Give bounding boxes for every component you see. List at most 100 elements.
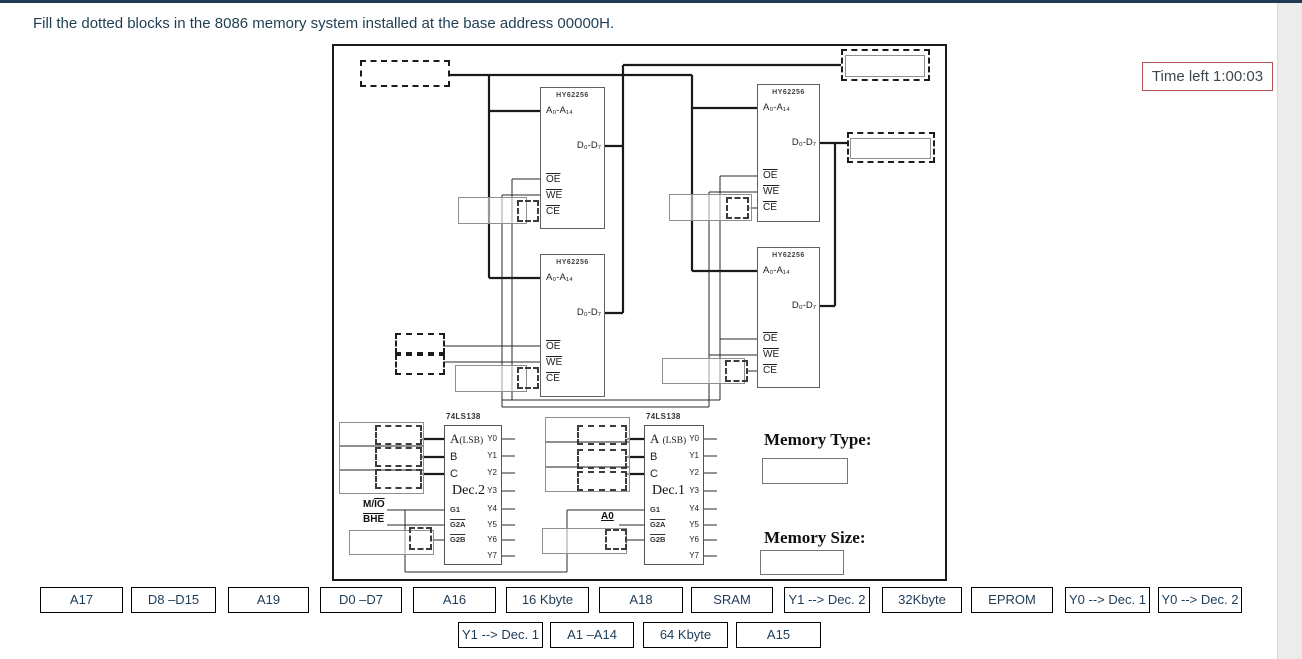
dashed-blank-dec1-input-b (577, 449, 627, 469)
decoder-input-a: A(LSB) (450, 431, 483, 447)
memory-type-label: Memory Type: (764, 430, 872, 449)
answer-option-y0-dec2[interactable]: Y0 --> Dec. 2 (1158, 587, 1242, 613)
mio-overline-part: IO (374, 499, 385, 510)
chip-name-label: HY62256 (772, 252, 805, 259)
output-y4-label: Y4 (487, 504, 497, 513)
pin-a-label: A (450, 431, 460, 446)
output-y5-label: Y5 (689, 520, 699, 529)
decoder-input-a: A (LSB) (650, 431, 686, 447)
memory-size-label: Memory Size: (764, 528, 866, 547)
chip-name-label: HY62256 (556, 259, 589, 266)
drop-zone-memory-size[interactable] (760, 550, 844, 575)
answer-option-y1-dec2[interactable]: Y1 --> Dec. 2 (784, 587, 870, 613)
addr-pin-label: A₀-A₁₄ (546, 105, 573, 116)
we-pin-label: WE (763, 349, 780, 360)
chip-name-label: HY62256 (556, 92, 589, 99)
decoder-input-c: C (650, 468, 658, 480)
g2b-pin-label: G2B (450, 535, 466, 544)
drop-zone-dec1-input-b[interactable] (545, 442, 630, 467)
drop-zone-memory-type[interactable] (762, 458, 848, 484)
answer-option-16-kbyte[interactable]: 16 Kbyte (506, 587, 589, 613)
output-y7-label: Y7 (487, 551, 497, 560)
answer-option-a19[interactable]: A19 (228, 587, 309, 613)
answer-option-d0-d7[interactable]: D0 –D7 (320, 587, 402, 613)
mio-prefix: M/ (363, 499, 375, 510)
pin-a-suffix: (LSB) (459, 436, 484, 446)
answer-option-a15[interactable]: A15 (736, 622, 821, 648)
answer-option-32kbyte[interactable]: 32Kbyte (882, 587, 962, 613)
sram-chip-bottom-left: HY62256 A₀-A₁₄ D₀-D₇ OE WE CE (540, 254, 605, 397)
answer-option-sram[interactable]: SRAM (691, 587, 773, 613)
drop-zone-data-bus-low[interactable] (850, 138, 931, 159)
output-y4-label: Y4 (689, 504, 699, 513)
ce-pin-label: CE (763, 365, 777, 376)
addr-pin-label: A₀-A₁₄ (546, 272, 573, 283)
answer-option-y0-dec1[interactable]: Y0 --> Dec. 1 (1065, 587, 1150, 613)
answer-option-eprom[interactable]: EPROM (971, 587, 1053, 613)
pin-a-suffix: (LSB) (662, 436, 687, 446)
sram-chip-bottom-right: HY62256 A₀-A₁₄ D₀-D₇ OE WE CE (757, 247, 820, 388)
dashed-blank-we-signal (395, 354, 445, 375)
memory-system-diagram: HY62256 A₀-A₁₄ D₀-D₇ OE WE CE HY62256 A₀… (332, 44, 947, 581)
dashed-blank-ce-top-left (517, 200, 539, 222)
ce-pin-label: CE (546, 206, 560, 217)
dashed-blank-dec2-input-c (375, 469, 422, 489)
drop-zone-dec2-input-c[interactable] (339, 470, 424, 494)
drop-zone-dec2-g2b[interactable] (349, 530, 434, 555)
dashed-blank-dec2-input-b (375, 447, 422, 467)
oe-pin-label: OE (763, 333, 778, 344)
answer-option-64-kbyte[interactable]: 64 Kbyte (643, 622, 728, 648)
answer-option-a16[interactable]: A16 (413, 587, 496, 613)
dashed-blank-address-bus (360, 60, 450, 87)
answer-option-y1-dec1[interactable]: Y1 --> Dec. 1 (458, 622, 543, 648)
mio-signal-label: M/IO (363, 499, 385, 510)
dashed-blank-ce-top-right (726, 197, 749, 219)
answer-option-a1-a14[interactable]: A1 –A14 (550, 622, 634, 648)
bhe-signal-label: BHE (363, 514, 385, 525)
dashed-blank-dec1-input-c (577, 471, 627, 491)
output-y1-label: Y1 (487, 451, 497, 460)
we-pin-label: WE (763, 186, 780, 197)
dashed-blank-data-bus-high (841, 49, 930, 81)
output-y2-label: Y2 (487, 468, 497, 477)
circuit-wires (387, 63, 847, 573)
decoder-input-b: B (450, 451, 458, 463)
output-y2-label: Y2 (689, 468, 699, 477)
drop-zone-ce-bottom-left[interactable] (455, 365, 527, 392)
decoder-1: A (LSB) B C Dec.1 G1 G2A G2B Y0 Y1 Y2 Y3… (644, 425, 704, 565)
ce-pin-label: CE (546, 373, 560, 384)
g2a-pin-label: G2A (450, 520, 466, 529)
dashed-blank-data-bus-low (847, 132, 935, 163)
dashed-blank-dec1-g2b (605, 529, 627, 550)
output-y7-label: Y7 (689, 551, 699, 560)
drop-zone-data-bus-high[interactable] (845, 55, 925, 77)
dashed-blank-oe-signal (395, 333, 445, 354)
decoder2-name: Dec.2 (452, 483, 486, 498)
ce-pin-label: CE (763, 202, 777, 213)
sram-chip-top-right: HY62256 A₀-A₁₄ D₀-D₇ OE WE CE (757, 84, 820, 222)
drop-zone-ce-bottom-right[interactable] (662, 358, 745, 384)
right-scroll-area[interactable] (1277, 3, 1302, 659)
drop-zone-dec1-g2b[interactable] (542, 528, 627, 554)
oe-pin-label: OE (546, 174, 561, 185)
answer-option-a18[interactable]: A18 (599, 587, 683, 613)
decoder1-name: Dec.1 (652, 483, 686, 498)
pin-a-label: A (650, 431, 660, 446)
decoder-input-b: B (650, 451, 658, 463)
answer-option-d8-d15[interactable]: D8 –D15 (131, 587, 216, 613)
drop-zone-ce-top-left[interactable] (458, 197, 527, 224)
time-left-badge: Time left 1:00:03 (1142, 62, 1273, 91)
oe-pin-label: OE (763, 170, 778, 181)
question-instruction: Fill the dotted blocks in the 8086 memor… (33, 15, 615, 32)
oe-pin-label: OE (546, 341, 561, 352)
sram-chip-top-left: HY62256 A₀-A₁₄ D₀-D₇ OE WE CE (540, 87, 605, 229)
dashed-blank-dec2-g2b (409, 527, 432, 550)
data-pin-label: D₀-D₇ (791, 137, 816, 148)
decoder2-part-number: 74LS138 (446, 412, 481, 421)
drop-zone-dec1-input-a[interactable] (545, 417, 630, 442)
answer-option-a17[interactable]: A17 (40, 587, 123, 613)
output-y1-label: Y1 (689, 451, 699, 460)
dashed-blank-dec1-input-a (577, 425, 627, 445)
output-y6-label: Y6 (689, 535, 699, 544)
chip-name-label: HY62256 (772, 89, 805, 96)
